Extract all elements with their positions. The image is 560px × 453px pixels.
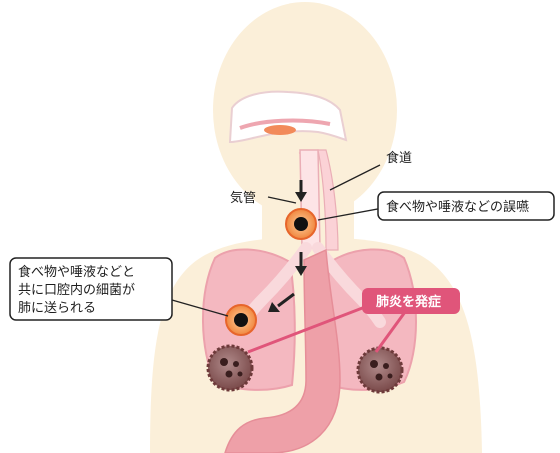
bacteria-cluster-right bbox=[358, 348, 402, 392]
aspiration-lesion bbox=[286, 209, 316, 239]
trachea-label: 気管 bbox=[230, 190, 256, 206]
bacteria-cluster-left bbox=[208, 346, 252, 390]
bacteria-sent-line3: 肺に送られる bbox=[18, 301, 96, 316]
pneumonia-onset-label: 肺炎を発症 bbox=[376, 294, 441, 310]
aspiration-event-label: 食べ物や唾液などの誤嚥 bbox=[386, 199, 529, 215]
bacteria-sent-line1: 食べ物や唾液などと bbox=[18, 264, 135, 280]
lung-lesion bbox=[226, 305, 256, 335]
bacteria-sent-line2: 共に口腔内の細菌が bbox=[18, 282, 135, 298]
esophagus-label: 食道 bbox=[386, 150, 412, 166]
